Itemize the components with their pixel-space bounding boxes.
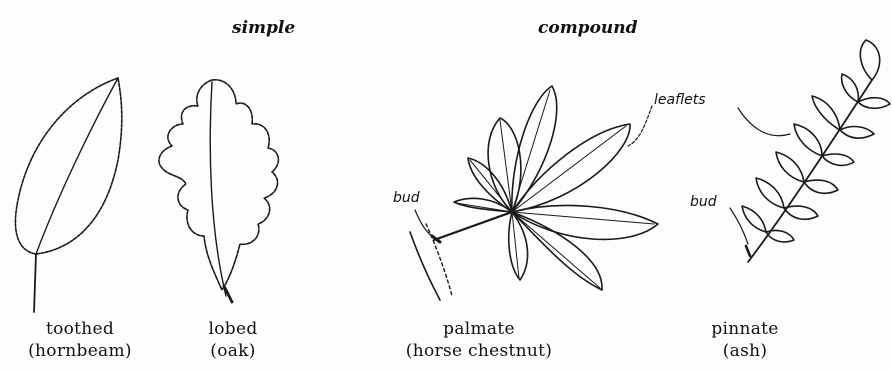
caption-toothed: toothed (hornbeam) [2,318,158,362]
heading-compound: compound [538,18,638,38]
bud-annotation-palmate: bud [393,190,420,206]
caption-lobed-example: (oak) [178,340,288,362]
toothed-leaf-drawing [15,78,121,312]
caption-lobed: lobed (oak) [178,318,288,362]
caption-toothed-type: toothed [2,318,158,340]
caption-lobed-type: lobed [178,318,288,340]
caption-pinnate: pinnate (ash) [690,318,800,362]
caption-toothed-example: (hornbeam) [2,340,158,362]
pinnate-leaf-drawing [730,40,890,262]
heading-simple: simple [232,18,295,38]
lobed-leaf-drawing [159,80,278,302]
caption-pinnate-type: pinnate [690,318,800,340]
caption-pinnate-example: (ash) [690,340,800,362]
caption-palmate-type: palmate [384,318,574,340]
leaflets-annotation: leaflets [654,92,706,108]
caption-palmate-example: (horse chestnut) [384,340,574,362]
palmate-leaf-drawing [410,86,658,300]
caption-palmate: palmate (horse chestnut) [384,318,574,362]
bud-annotation-pinnate: bud [690,194,717,210]
